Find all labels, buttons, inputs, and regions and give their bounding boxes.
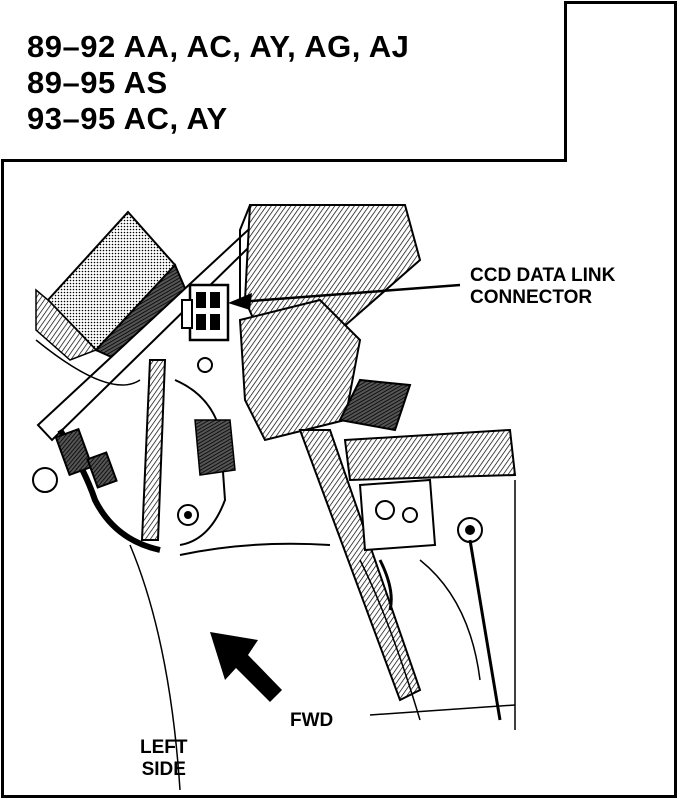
ccd-connector-label: CCD DATA LINK CONNECTOR xyxy=(470,265,615,309)
fwd-label: FWD xyxy=(290,710,334,731)
ccd-label-line-2: CONNECTOR xyxy=(470,287,593,308)
left-side-line-2: SIDE xyxy=(141,759,186,780)
wiring-harness xyxy=(32,427,161,553)
left-side-label: LEFT SIDE xyxy=(140,737,188,781)
model-applicability-box: 89–92 AA, AC, AY, AG, AJ 89–95 AS 93–95 … xyxy=(1,1,567,162)
model-line-3: 93–95 AC, AY xyxy=(27,101,228,136)
ccd-leader-arrow xyxy=(228,283,461,310)
pedal-arm xyxy=(298,429,422,721)
floor-panel xyxy=(35,339,331,791)
ccd-connector xyxy=(181,283,230,342)
left-side-line-1: LEFT xyxy=(140,737,188,758)
ccd-label-line-1: CCD DATA LINK xyxy=(470,265,616,286)
pedal-assembly xyxy=(338,378,517,730)
dash-panel xyxy=(35,210,192,362)
fwd-arrow xyxy=(210,632,282,702)
model-line-1: 89–92 AA, AC, AY, AG, AJ xyxy=(27,29,410,64)
model-line-2: 89–95 AS xyxy=(27,65,168,100)
mounting-bracket xyxy=(140,357,236,546)
column-bracket xyxy=(238,204,422,442)
